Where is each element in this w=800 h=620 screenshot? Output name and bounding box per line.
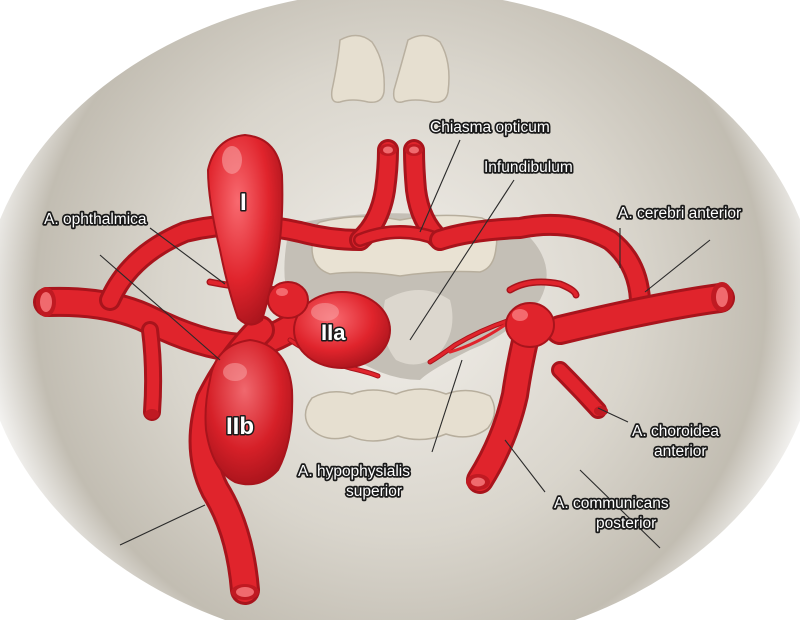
left-carotid-knot [267, 281, 309, 319]
aneurysm-type-labels: I IIa IIb [225, 188, 348, 442]
label-hypophysialis-line1: A. hypophysialis [298, 463, 410, 480]
aca-stump-caps [379, 144, 423, 156]
dorsum-sellae [304, 388, 496, 442]
label-communicans-line1: A. communicans [554, 495, 669, 512]
label-type-1: I [240, 189, 247, 216]
right-bifurcation [505, 302, 555, 348]
label-ophthalmica: A. ophthalmica [44, 211, 147, 228]
anterior-communicating [349, 139, 451, 251]
aneurysm-type-2a [293, 291, 391, 369]
bone-processes [330, 34, 450, 104]
label-choroidea-line2: anterior [654, 443, 707, 460]
left-vessel-ends [36, 287, 259, 600]
right-vessel-ends [466, 282, 733, 490]
label-communicans-line2: posterior [596, 515, 656, 532]
labels: Chiasma opticum Infundibulum A. ophthalm… [42, 117, 743, 533]
label-infundibulum: Infundibulum [484, 159, 573, 176]
label-type-2b: IIb [226, 413, 254, 440]
label-type-2a: IIa [321, 320, 346, 345]
label-hypophysialis-line2: superior [346, 483, 402, 500]
label-choroidea-line1: A. choroidea [632, 423, 719, 440]
aneurysm-type-2b [204, 338, 294, 486]
leader-lines [99, 139, 711, 549]
label-cerebri-anterior: A. cerebri anterior [618, 205, 741, 222]
aneurysm-type-1 [206, 133, 284, 326]
label-chiasma-opticum: Chiasma opticum [430, 119, 550, 136]
